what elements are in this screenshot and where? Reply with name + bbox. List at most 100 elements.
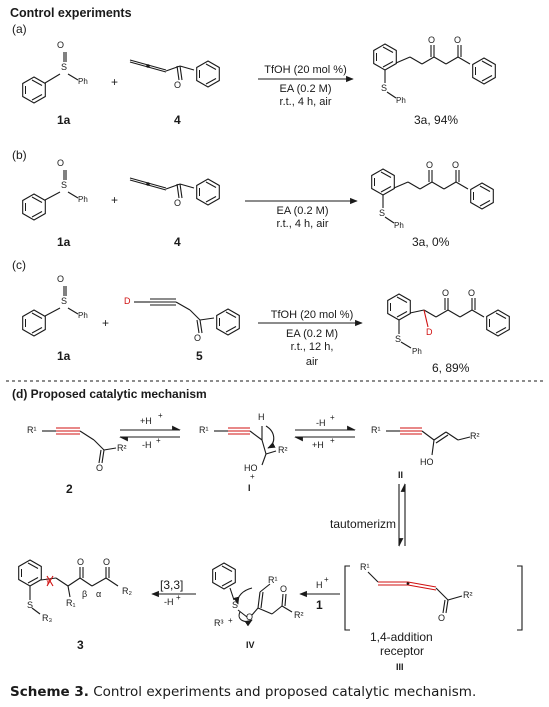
atom-ph: Ph xyxy=(78,195,88,204)
label-1a: 1a xyxy=(57,235,71,249)
charge-plus: + xyxy=(176,593,181,602)
compound-III xyxy=(344,565,523,631)
compound-4-a xyxy=(129,59,220,88)
section-title: Control experiments xyxy=(10,6,132,20)
label-minus-h: -H xyxy=(316,418,326,428)
atom-r3: R₃ xyxy=(42,613,53,623)
plus-sign: + xyxy=(102,316,110,330)
atom-r2: R² xyxy=(278,445,288,455)
compound-3 xyxy=(18,559,119,615)
label-4: 4 xyxy=(174,235,181,249)
atom-d: D xyxy=(124,296,131,306)
compound-I xyxy=(214,425,277,466)
label-step-1: 1 xyxy=(316,598,323,612)
label-1a: 1a xyxy=(57,349,71,363)
atom-s: S xyxy=(381,83,388,93)
atom-o: O xyxy=(454,35,462,45)
charge-plus: + xyxy=(156,436,161,445)
atom-h: H xyxy=(258,412,265,422)
charge-plus: + xyxy=(228,616,233,625)
atom-s: S xyxy=(61,296,68,306)
atom-o: O xyxy=(174,198,182,208)
charge-plus: + xyxy=(324,575,329,584)
caption-prefix: Scheme 3. xyxy=(10,684,89,700)
compound-2 xyxy=(42,427,117,464)
atom-o: O xyxy=(438,613,446,623)
charge-plus: + xyxy=(330,413,335,422)
label-III: III xyxy=(396,662,404,672)
condition-solvent: EA (0.2 M) xyxy=(276,205,329,217)
atom-o: O xyxy=(96,463,104,473)
atom-o: O xyxy=(468,288,476,298)
atom-ph: Ph xyxy=(412,347,422,356)
atom-ph: Ph xyxy=(78,311,88,320)
label-3a-yield: 3a, 94% xyxy=(414,113,459,127)
label-3: 3 xyxy=(77,638,84,652)
atom-o: O xyxy=(194,333,202,343)
condition-solvent: EA (0.2 M) xyxy=(279,83,332,95)
atom-r1: R¹ xyxy=(360,562,370,572)
atom-alpha: α xyxy=(96,589,102,599)
compound-IV xyxy=(212,562,293,627)
compound-1a-a xyxy=(22,52,79,104)
condition-time: r.t., 4 h, air xyxy=(279,96,332,108)
compound-4-b xyxy=(129,177,220,206)
plus-sign: + xyxy=(111,193,119,207)
atom-s: S xyxy=(232,600,239,610)
label-II: II xyxy=(398,470,404,480)
charge-plus: + xyxy=(330,436,335,445)
atom-ph: Ph xyxy=(396,96,406,105)
label-shift: [3,3] xyxy=(160,578,184,592)
label-receptor: receptor xyxy=(380,644,425,658)
atom-r3: R³ xyxy=(214,618,224,628)
label-IV: IV xyxy=(246,640,255,650)
atom-r1: R¹ xyxy=(268,575,278,585)
label-I: I xyxy=(248,483,251,493)
atom-r1: R¹ xyxy=(199,425,209,435)
atom-r2: R² xyxy=(470,431,480,441)
equilibrium-arrow-2 xyxy=(294,425,356,442)
label-minus-h: -H xyxy=(142,440,152,450)
label-4: 4 xyxy=(174,113,181,127)
equilibrium-arrow-1 xyxy=(119,425,181,442)
label-2: 2 xyxy=(66,482,73,496)
compound-II xyxy=(386,427,471,456)
atom-o: O xyxy=(57,274,65,284)
label-3a-yield: 3a, 0% xyxy=(412,235,450,249)
part-b-label: (b) xyxy=(12,148,27,162)
atom-s: S xyxy=(27,600,34,610)
atom-r2: R² xyxy=(294,610,304,620)
label-plus-h: +H xyxy=(312,440,324,450)
atom-r2: R² xyxy=(117,443,127,453)
label-plus-h: +H xyxy=(140,416,152,426)
condition-atmosphere: air xyxy=(305,356,319,368)
compound-3a-b xyxy=(371,168,494,224)
label-minus-h: -H xyxy=(164,597,174,607)
atom-o: O xyxy=(77,557,85,567)
atom-r1: R¹ xyxy=(371,425,381,435)
atom-o: O xyxy=(452,160,460,170)
atom-ph: Ph xyxy=(78,77,88,86)
atom-o: O xyxy=(426,160,434,170)
atom-r2: R² xyxy=(463,590,473,600)
atom-r1: R₁ xyxy=(66,598,76,608)
condition-time: r.t., 12 h, xyxy=(290,341,334,353)
label-5: 5 xyxy=(196,349,203,363)
label-6-yield: 6, 89% xyxy=(432,361,470,375)
compound-5-c xyxy=(134,298,240,336)
label-tautomerizm: tautomerizm xyxy=(330,517,397,531)
atom-r1: R¹ xyxy=(27,425,37,435)
label-1a: 1a xyxy=(57,113,71,127)
plus-sign: + xyxy=(111,75,119,89)
charge-plus: + xyxy=(158,411,163,420)
condition-solvent: EA (0.2 M) xyxy=(286,328,338,340)
atom-ph: Ph xyxy=(394,221,404,230)
part-c-label: (c) xyxy=(12,258,26,272)
atom-r2: R₂ xyxy=(122,586,132,596)
atom-o: O xyxy=(280,584,288,594)
compound-3a-a xyxy=(373,43,496,99)
atom-ho: HO xyxy=(244,463,258,473)
atom-o: O xyxy=(174,80,182,90)
condition-catalyst: TfOH (20 mol %) xyxy=(264,64,347,76)
